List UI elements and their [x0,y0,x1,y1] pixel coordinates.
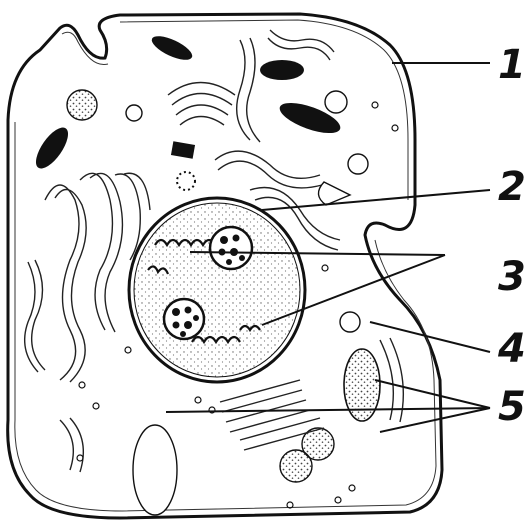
label-5: 5 [498,384,526,430]
label-1: 1 [498,42,526,88]
label-4: 4 [497,326,526,372]
nucleus [129,198,305,382]
label-2: 2 [498,164,526,210]
label-3: 3 [498,254,526,300]
